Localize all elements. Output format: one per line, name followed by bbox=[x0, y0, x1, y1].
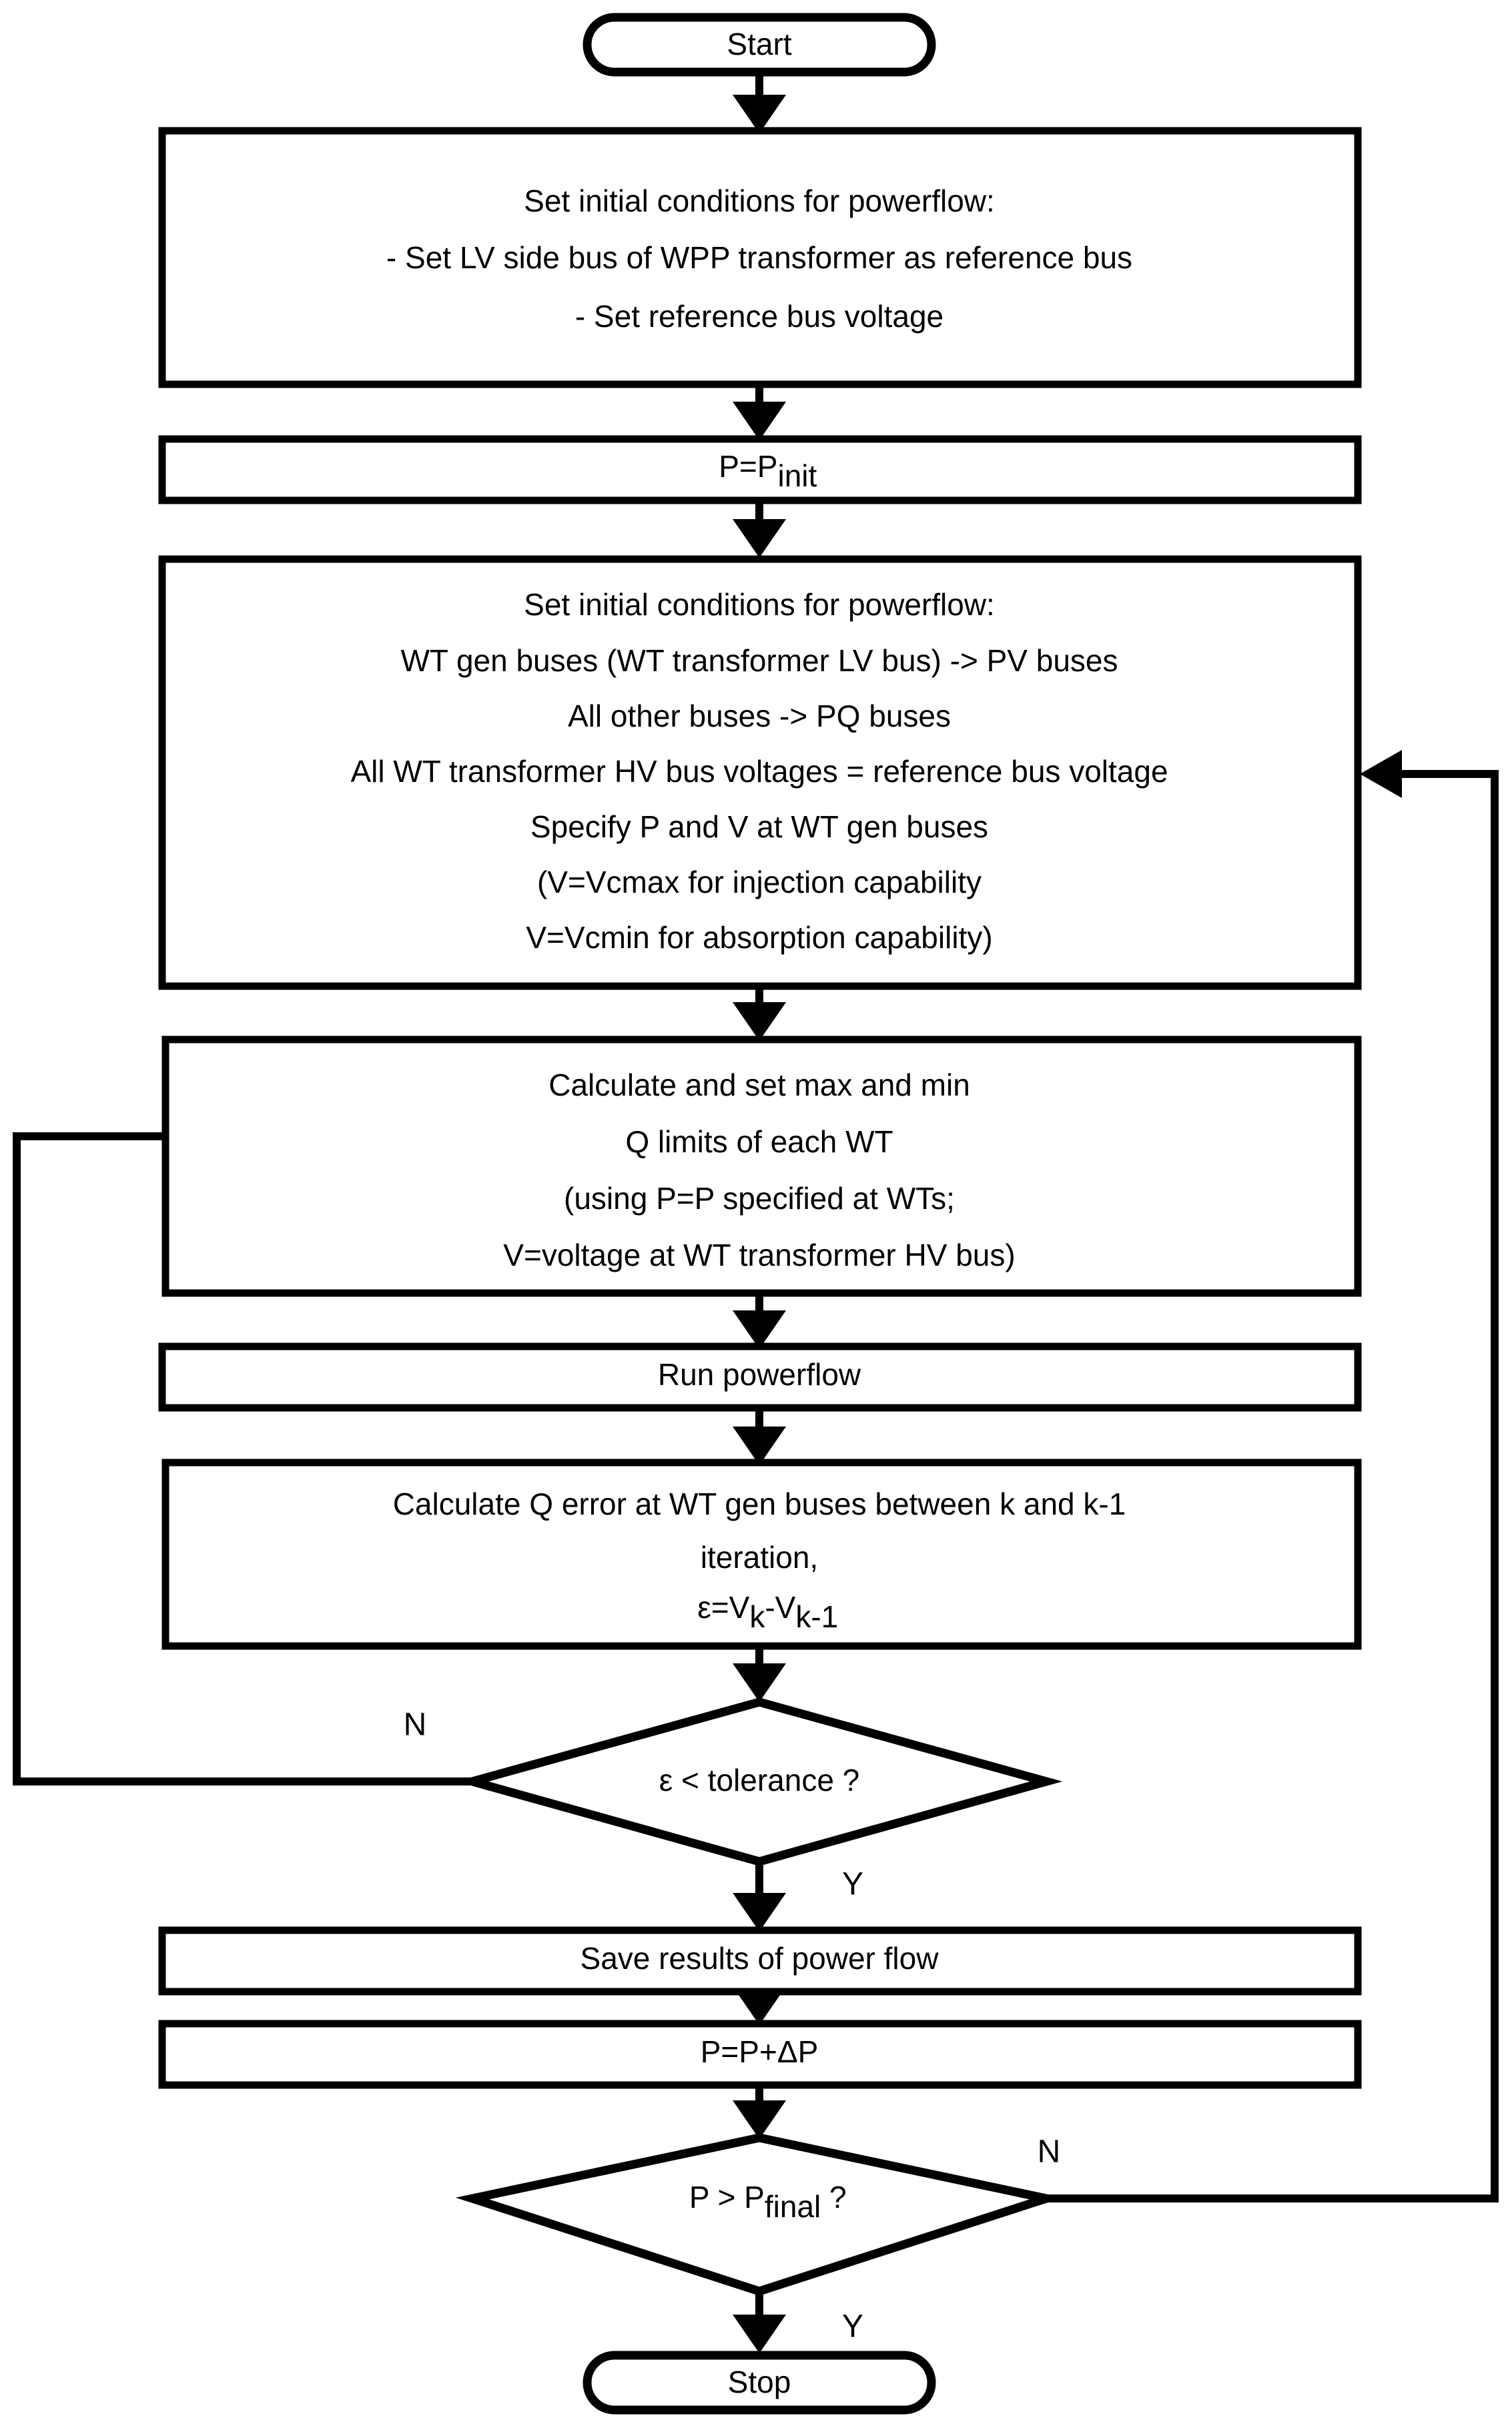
p-final-branch-yes-label: Y bbox=[842, 2309, 863, 2345]
arrowhead-init2 bbox=[733, 519, 786, 558]
stop-label: Stop bbox=[728, 2365, 791, 2399]
init-conditions-2-line-6: (V=Vcmax for injection capability bbox=[537, 865, 982, 899]
arrowhead-qlimits bbox=[733, 1002, 786, 1041]
init-conditions-1-shape bbox=[158, 127, 1362, 388]
init-conditions-2-line-7: V=Vcmin for absorption capability) bbox=[526, 920, 992, 955]
p-init-main: P=P bbox=[719, 449, 777, 484]
tolerance-branch-yes-label: Y bbox=[842, 1867, 863, 1902]
run-powerflow-shape bbox=[158, 1342, 1362, 1412]
node-p-final-check[interactable]: P > Pfinal ? bbox=[455, 2133, 1064, 2296]
init-conditions-2-line-3: All other buses -> PQ buses bbox=[568, 699, 951, 733]
q-error-formula-prefix: ε=V bbox=[697, 1590, 749, 1625]
node-init-conditions-1[interactable]: Set initial conditions for powerflow: - … bbox=[158, 127, 1362, 388]
init-conditions-1-line-3: - Set reference bus voltage bbox=[575, 299, 943, 334]
init-conditions-2-line-1: Set initial conditions for powerflow: bbox=[524, 587, 995, 622]
arrowhead-qerror bbox=[733, 1427, 786, 1465]
node-tolerance-check[interactable]: ε < tolerance ? bbox=[456, 1697, 1063, 1866]
arrowhead-tolerance bbox=[733, 1663, 786, 1702]
p-increment-shape bbox=[158, 2020, 1362, 2089]
q-error-formula-sub2: k-1 bbox=[795, 1599, 838, 1634]
arrowhead-init2-loopback bbox=[1360, 750, 1402, 798]
q-limits-line-4: V=voltage at WT transformer HV bus) bbox=[503, 1238, 1015, 1272]
q-error-shape bbox=[161, 1459, 1362, 1650]
node-save-results[interactable]: Save results of power flow bbox=[158, 1926, 1362, 1996]
q-error-line-2: iteration, bbox=[701, 1540, 818, 1575]
p-increment-label: P=P+ΔP bbox=[701, 2034, 819, 2069]
p-final-check-label: P > Pfinal ? bbox=[613, 2180, 906, 2224]
node-q-limits[interactable]: Calculate and set max and min Q limits o… bbox=[161, 1036, 1362, 1297]
q-limits-line-3: (using P=P specified at WTs; bbox=[564, 1181, 955, 1216]
tolerance-branch-no-label: N bbox=[404, 1707, 427, 1743]
init-conditions-1-line-2: - Set LV side bus of WPP transformer as … bbox=[386, 240, 1132, 275]
p-final-label-sub: final bbox=[765, 2189, 821, 2224]
arrowhead-pincrement bbox=[733, 1986, 786, 2025]
arrowhead-pfinal bbox=[733, 2100, 786, 2139]
tolerance-check-label: ε < tolerance ? bbox=[659, 1763, 860, 1797]
q-error-formula: ε=Vk-Vk-1 bbox=[621, 1590, 897, 1634]
q-limits-line-1: Calculate and set max and min bbox=[548, 1068, 970, 1102]
node-init-conditions-2[interactable]: Set initial conditions for powerflow: WT… bbox=[158, 555, 1362, 990]
arrowhead-save bbox=[733, 1893, 786, 1932]
init-conditions-2-line-2: WT gen buses (WT transformer LV bus) -> … bbox=[400, 643, 1118, 678]
q-error-formula-middle: -V bbox=[765, 1590, 795, 1625]
node-p-init[interactable]: P=Pinit bbox=[158, 435, 1362, 504]
run-powerflow-label: Run powerflow bbox=[658, 1357, 861, 1392]
node-stop[interactable]: Stop bbox=[583, 2351, 936, 2415]
init-conditions-2-line-4: All WT transformer HV bus voltages = ref… bbox=[350, 754, 1168, 789]
p-final-label-prefix: P > P bbox=[689, 2180, 765, 2214]
start-label: Start bbox=[727, 27, 791, 61]
init-conditions-1-line-1: Set initial conditions for powerflow: bbox=[524, 183, 995, 218]
q-error-formula-sub1: k bbox=[749, 1599, 765, 1634]
stop-terminator-shape bbox=[583, 2351, 936, 2415]
q-limits-shape bbox=[161, 1036, 1362, 1297]
arrowhead-pinit bbox=[733, 402, 786, 440]
node-p-increment[interactable]: P=P+ΔP bbox=[158, 2020, 1362, 2089]
save-results-shape bbox=[158, 1926, 1362, 1996]
save-results-label: Save results of power flow bbox=[581, 1941, 939, 1976]
p-final-label-suffix: ? bbox=[821, 2180, 846, 2214]
node-run-powerflow[interactable]: Run powerflow bbox=[158, 1342, 1362, 1412]
node-start[interactable]: Start bbox=[583, 13, 936, 77]
p-final-check-shape bbox=[455, 2133, 1064, 2296]
init-conditions-2-line-5: Specify P and V at WT gen buses bbox=[530, 809, 988, 844]
init-conditions-2-shape bbox=[158, 555, 1362, 990]
arrowhead-stop bbox=[733, 2315, 786, 2353]
arrowhead-runpf bbox=[733, 1310, 786, 1349]
p-init-shape bbox=[158, 435, 1362, 504]
q-limits-line-2: Q limits of each WT bbox=[625, 1124, 893, 1159]
node-q-error[interactable]: Calculate Q error at WT gen buses betwee… bbox=[161, 1459, 1362, 1650]
start-terminator-shape bbox=[583, 13, 936, 77]
p-init-label: P=Pinit bbox=[642, 449, 877, 493]
arrowhead-init1 bbox=[733, 95, 786, 133]
q-error-line-1: Calculate Q error at WT gen buses betwee… bbox=[393, 1487, 1126, 1521]
edge-pfinal-no-loop bbox=[1046, 770, 1499, 2202]
p-final-branch-no-label: N bbox=[1038, 2134, 1061, 2170]
p-init-subscript: init bbox=[777, 458, 817, 493]
tolerance-check-shape bbox=[456, 1697, 1063, 1866]
